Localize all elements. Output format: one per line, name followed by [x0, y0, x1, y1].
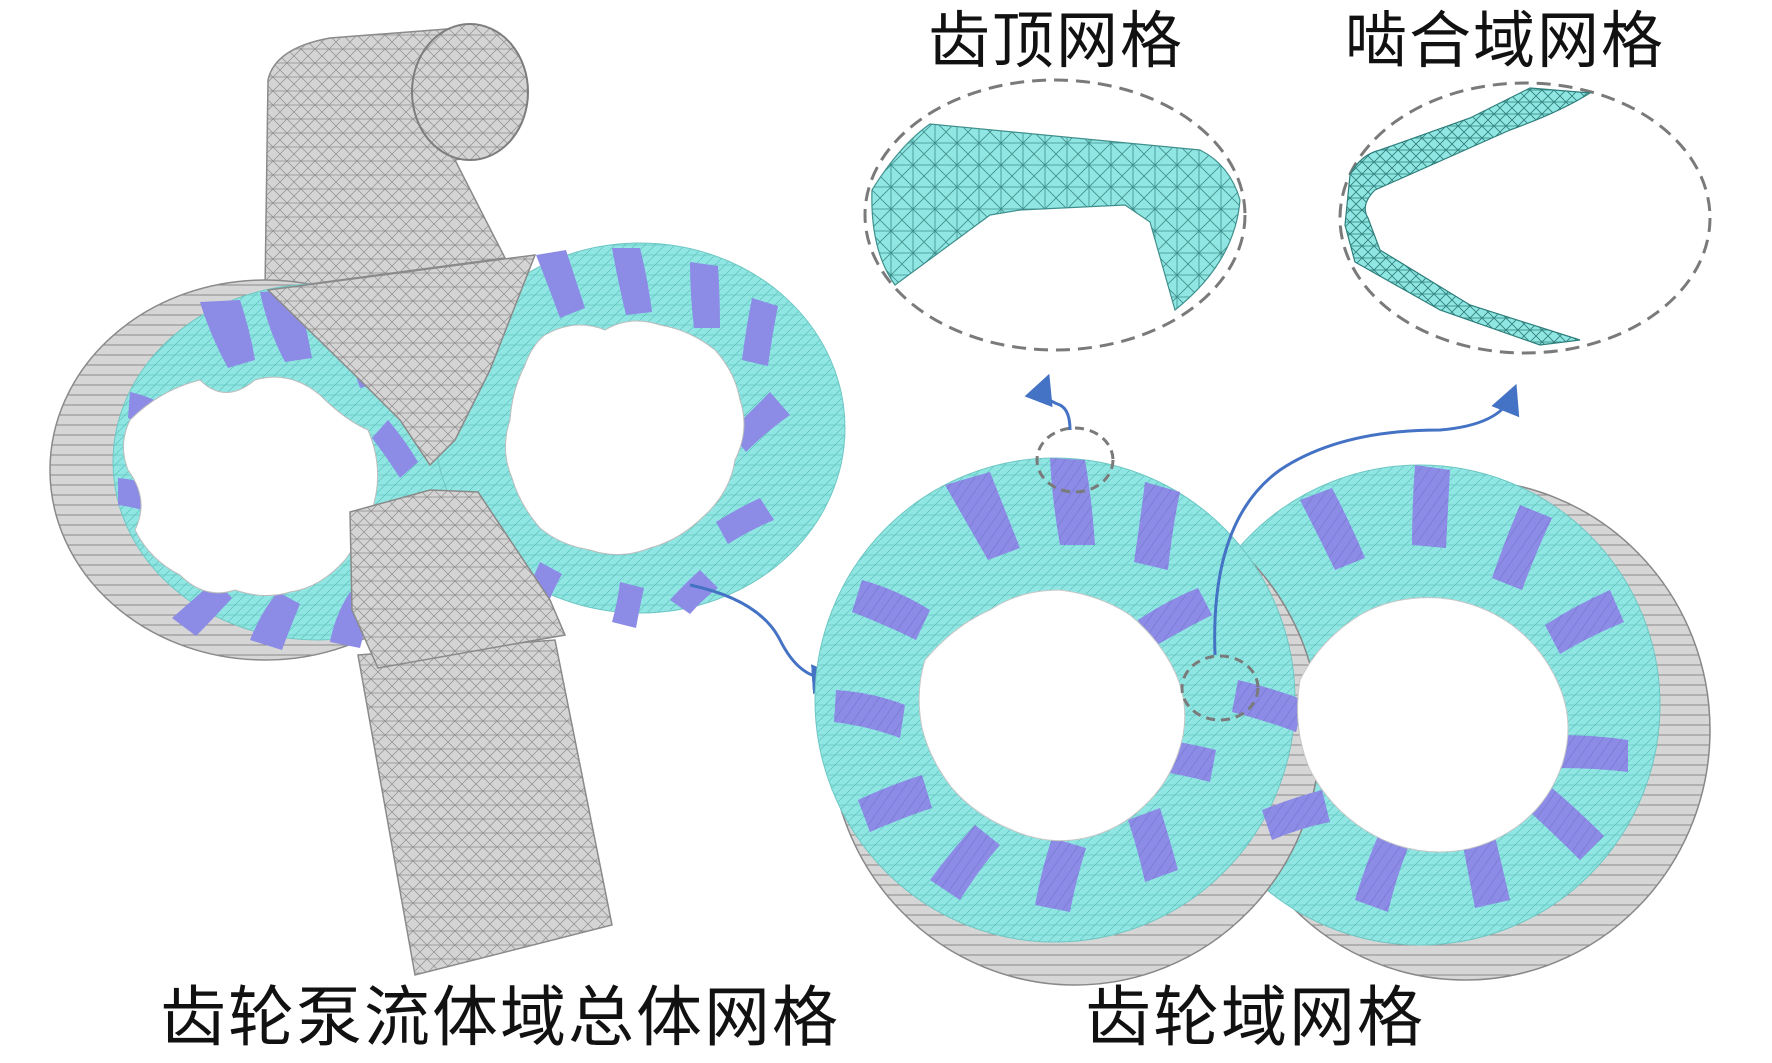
outlet-pipe — [357, 639, 613, 976]
overall-mesh-label: 齿轮泵流体域总体网格 — [160, 979, 840, 1056]
arrow-to-gear-domain — [689, 583, 842, 695]
left-gear-bore — [918, 589, 1186, 842]
tooth-tip-callout — [1035, 426, 1115, 494]
meshing-zone-callout — [1180, 654, 1260, 722]
meshing-zone-mesh-label: 啮合域网格 — [1345, 4, 1666, 77]
meshing-zone-mesh-shape — [1344, 87, 1592, 346]
arrow-to-meshing-zone — [1213, 383, 1520, 656]
inlet-pipe-end — [411, 23, 529, 161]
tooth-tip-mesh-label: 齿顶网格 — [928, 4, 1185, 77]
arrow-to-tooth-tip — [1024, 373, 1072, 431]
left-ring-bore — [123, 376, 379, 596]
right-ring-bore — [505, 320, 745, 555]
lower-wedge — [349, 489, 567, 669]
upper-wedge — [266, 254, 537, 467]
left-gear-purple-teeth — [834, 458, 1216, 912]
right-gear-purple-teeth — [1232, 465, 1628, 912]
overall-pump-mesh — [49, 23, 846, 976]
meshing-zone-zoom — [1338, 81, 1712, 355]
gear-domain-mesh-label: 齿轮域网格 — [1085, 979, 1425, 1056]
tooth-tip-mesh-shape — [871, 123, 1241, 312]
gear-domain-mesh — [814, 426, 1711, 986]
tooth-tip-zoom — [863, 78, 1247, 352]
right-ring-purple-teeth — [520, 248, 790, 628]
right-gear-bore — [1297, 597, 1569, 853]
